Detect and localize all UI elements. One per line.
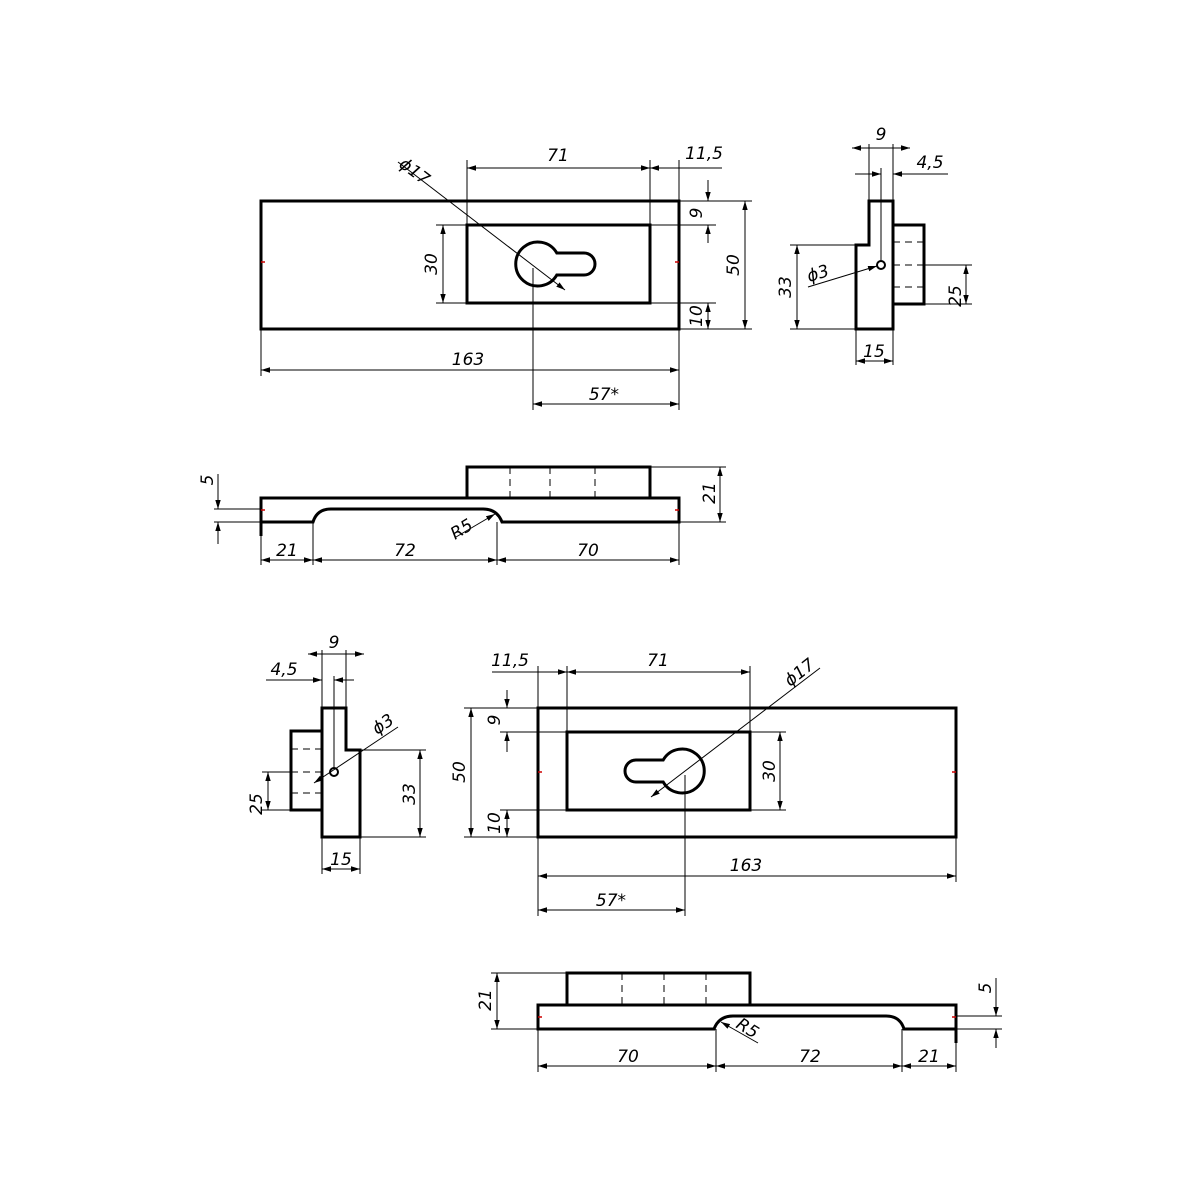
- dim-slot-length: 71: [647, 651, 669, 671]
- view-bottom-elevation: 21 5 R5 70 72 21: [476, 971, 1002, 1072]
- dim-base-width: 15: [330, 850, 352, 870]
- dim-slot-bottom-margin: 10: [687, 305, 707, 327]
- dim-step-width: 9: [876, 125, 887, 145]
- dim-plate-height: 50: [450, 761, 470, 783]
- slot-recess: [565, 730, 752, 812]
- dim-block-height: 33: [400, 783, 420, 805]
- dim-lip: 5: [976, 983, 996, 994]
- keyhole-opening: [514, 240, 597, 288]
- dim-step-offset: 4,5: [270, 660, 297, 680]
- dim-slot-top-margin: 9: [485, 715, 505, 726]
- dim-middle-segment: 72: [394, 541, 416, 561]
- dim-boss-height: 25: [946, 285, 966, 307]
- dim-step-width: 9: [329, 633, 340, 653]
- dim-hole-position: 57*: [596, 891, 626, 911]
- dim-lip: 5: [198, 475, 218, 486]
- slot-recess: [465, 223, 652, 305]
- view-middle-elevation: 5 21 R5 21 72 70: [198, 465, 726, 565]
- dim-hole-diameter: ϕ17: [781, 655, 819, 691]
- dim-hole-position: 57*: [589, 385, 619, 405]
- side-profile: [854, 199, 895, 331]
- view-top-right-side: 9 4,5 ϕ3 33 25 15: [776, 125, 972, 365]
- dim-slot-bottom-margin: 10: [485, 812, 505, 834]
- side-profile: [320, 706, 362, 839]
- view-bottom-right-plan: 11,5 71 ϕ17 9 50 30 10 163 57*: [450, 651, 958, 916]
- dim-total-height: 21: [476, 989, 496, 1011]
- dim-plate-length: 163: [730, 856, 762, 876]
- dim-right-segment: 21: [918, 1047, 940, 1067]
- dim-slot-length: 71: [547, 146, 569, 166]
- keyhole-opening: [623, 747, 706, 795]
- dim-base-width: 15: [863, 342, 885, 362]
- dim-right-segment: 70: [577, 541, 599, 561]
- dim-slot-height: 30: [422, 253, 442, 275]
- dim-offset: 11,5: [685, 144, 723, 164]
- view-top-left-plan: 71 11,5 ϕ17 9 50 30 10 163 57*: [259, 144, 752, 410]
- dim-slot-top-margin: 9: [687, 208, 707, 219]
- dim-pin-diameter: ϕ3: [805, 261, 832, 287]
- dim-radius: R5: [732, 1014, 762, 1043]
- dim-pin-diameter: ϕ3: [369, 710, 398, 739]
- dim-radius: R5: [447, 515, 477, 544]
- pin-hole: [876, 260, 886, 270]
- dim-slot-height: 30: [760, 760, 780, 782]
- dim-left-segment: 70: [617, 1047, 639, 1067]
- dim-block-height: 33: [776, 276, 796, 298]
- dim-boss-height: 25: [247, 793, 267, 815]
- dim-offset: 11,5: [491, 651, 529, 671]
- dim-plate-height: 50: [724, 254, 744, 276]
- dim-step-offset: 4,5: [916, 153, 943, 173]
- dim-total-height: 21: [700, 482, 720, 504]
- dim-plate-length: 163: [452, 350, 484, 370]
- dim-middle-segment: 72: [799, 1047, 821, 1067]
- view-bottom-left-side: 9 4,5 ϕ3 25 33 15: [247, 633, 426, 874]
- plate-outline: [536, 706, 958, 839]
- boss-block: [289, 729, 324, 812]
- dim-left-segment: 21: [276, 541, 298, 561]
- plate-outline: [259, 199, 681, 331]
